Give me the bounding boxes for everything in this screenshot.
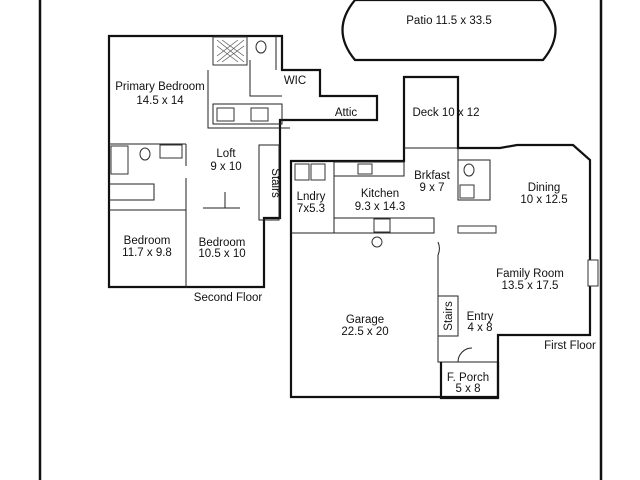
door-swing (437, 241, 440, 256)
kitchen-counter-bottom (334, 217, 435, 234)
toilet-first (463, 163, 475, 177)
garage-name: Garage (346, 314, 384, 326)
kitchen-island-sink (371, 236, 383, 248)
range (373, 218, 391, 233)
entry-name: Entry (467, 311, 494, 323)
second-floor-outline (107, 34, 379, 289)
sink-first (459, 184, 475, 199)
sink-2 (250, 107, 269, 122)
fireplace (587, 259, 599, 287)
front-porch-size: 5 x 8 (456, 383, 481, 395)
stairs-second-label: Stairs (269, 168, 281, 198)
washer (294, 163, 310, 181)
patio-label: Patio 11.5 x 33.5 (406, 15, 491, 27)
wic-wall-2 (249, 60, 282, 97)
kitchen-counter-top (334, 161, 405, 177)
counter-bar (457, 225, 497, 234)
kitchen-sink (357, 163, 373, 175)
stairs-1st-box (437, 295, 459, 337)
breakfast-size: 9 x 7 (420, 182, 445, 194)
loft-name: Loft (216, 148, 236, 160)
bedroom-right-size: 10.5 x 10 (198, 248, 245, 260)
bedroom-left-size: 11.7 x 9.8 (122, 247, 172, 259)
sink-1 (216, 107, 235, 122)
family-room-name: Family Room (496, 268, 564, 280)
bedroom-left-name: Bedroom (124, 235, 171, 247)
bath-wall (207, 70, 290, 129)
toilet-upper (255, 40, 267, 54)
second-floor (107, 34, 379, 289)
porch-door-swing (457, 347, 473, 363)
garage-size: 22.5 x 20 (341, 326, 388, 338)
closet-right (203, 192, 240, 209)
entry-wall (437, 255, 498, 363)
laundry-size: 7x5.3 (297, 203, 325, 215)
loft-size: 9 x 10 (210, 161, 241, 173)
stairs-2nd-box (258, 144, 280, 221)
entry-size: 4 x 8 (468, 322, 493, 334)
kitchen-size: 9.3 x 14.3 (355, 201, 406, 213)
dining-size: 10 x 12.5 (520, 194, 567, 206)
closet-left (109, 183, 155, 201)
first-floor-label: First Floor (544, 340, 596, 352)
sink-left (159, 144, 183, 159)
laundry-name: Lndry (297, 191, 326, 203)
second-floor-label: Second Floor (194, 292, 263, 304)
front-porch-name: F. Porch (447, 372, 489, 384)
half-bath (457, 148, 491, 201)
deck-label: Deck 10 x 12 (412, 107, 479, 119)
tub (110, 145, 129, 175)
toilet-left (139, 147, 151, 161)
primary-bedroom-size: 14.5 x 14 (136, 95, 184, 107)
family-room-size: 13.5 x 17.5 (502, 280, 559, 292)
attic-label: Attic (335, 107, 358, 119)
dining-name: Dining (528, 182, 561, 194)
dryer (310, 163, 326, 181)
stairs-first-label: Stairs (443, 301, 455, 331)
breakfast-name: Brkfast (414, 170, 451, 182)
patio-outline (341, 0, 557, 62)
first-floor (289, 75, 599, 400)
vanity (212, 103, 283, 125)
primary-bedroom-name: Primary Bedroom (115, 81, 204, 93)
bedroom-right-name: Bedroom (199, 237, 246, 249)
porch-outline (439, 362, 500, 400)
wic-label: WIC (284, 75, 306, 87)
kitchen-name: Kitchen (361, 188, 399, 200)
